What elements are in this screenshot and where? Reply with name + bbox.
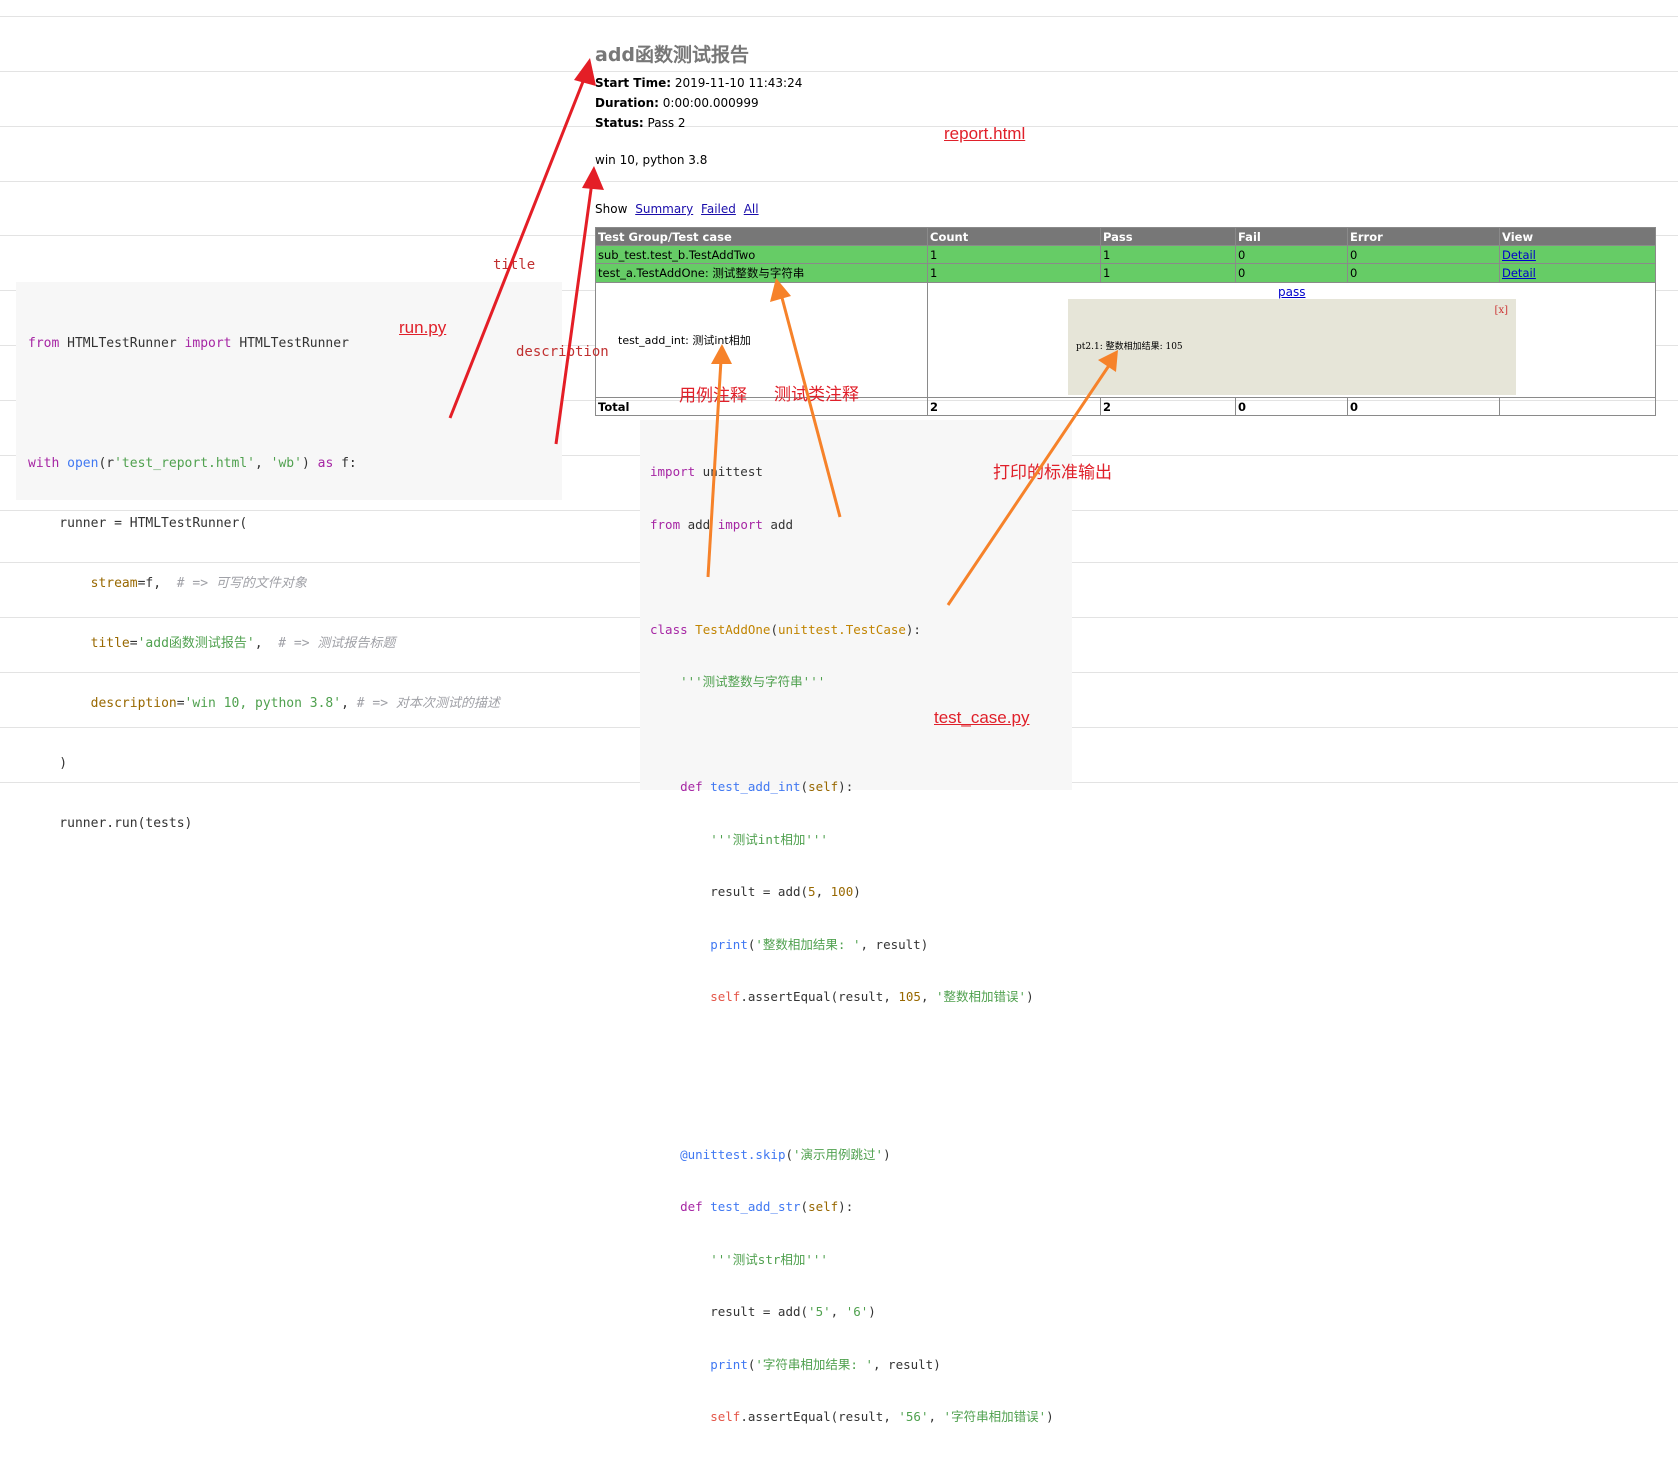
count-cell: 1 <box>927 245 1101 264</box>
code-line: '''测试str相加''' <box>710 1251 828 1267</box>
code-line <box>650 568 1054 586</box>
start-time-label: Start Time: <box>595 76 672 90</box>
test-case-py-label: test_case.py <box>934 708 1030 727</box>
code-line: stream=f, # => 可写的文件对象 <box>90 576 307 591</box>
total-pass: 2 <box>1100 397 1236 416</box>
code-line: from HTMLTestRunner import HTMLTestRunne… <box>28 336 349 351</box>
status-label: Status: <box>595 116 644 130</box>
show-all-link[interactable]: All <box>743 202 759 216</box>
code-line: from add import add <box>650 516 794 532</box>
detail-link[interactable]: Detail <box>1502 266 1536 280</box>
total-view <box>1499 397 1656 416</box>
case-comment-annotation: 用例注释 <box>679 386 747 405</box>
total-label: Total <box>595 397 928 416</box>
class-comment-annotation: 测试类注释 <box>774 385 859 404</box>
code-line: runner.run(tests) <box>28 816 193 831</box>
arrowhead <box>582 166 604 190</box>
code-line: class TestAddOne(unittest.TestCase): <box>650 621 921 637</box>
column-header: Error <box>1347 227 1500 246</box>
code-line: def test_add_int(self): <box>680 779 854 794</box>
class-name-cell: sub_test.test_b.TestAddTwo <box>595 245 928 264</box>
start-time-line: Start Time: 2019-11-10 11:43:24 <box>595 76 802 90</box>
table-row: sub_test.test_b.TestAddTwo 1 1 0 0 Detai… <box>595 245 1656 264</box>
code-line: title='add函数测试报告', # => 测试报告标题 <box>90 636 396 651</box>
total-count: 2 <box>927 397 1101 416</box>
code-line: runner = HTMLTestRunner( <box>28 516 248 531</box>
table-header: Test Group/Test case Count Pass Fail Err… <box>595 227 1656 246</box>
report-description: win 10, python 3.8 <box>595 153 708 167</box>
code-line: ) <box>28 756 68 771</box>
error-cell: 0 <box>1347 245 1500 264</box>
code-line: result = add('5', '6') <box>650 1304 876 1319</box>
column-header: Pass <box>1100 227 1236 246</box>
status-value: Pass 2 <box>647 116 686 130</box>
description-annotation: description <box>516 344 609 360</box>
detail-link[interactable]: Detail <box>1502 247 1536 262</box>
report-html-label: report.html <box>944 124 1026 143</box>
code-line: print('字符串相加结果: ', result) <box>710 1356 941 1372</box>
title-annotation: title <box>493 257 536 273</box>
start-time-value: 2019-11-10 11:43:24 <box>674 76 803 90</box>
code-line: self.assertEqual(result, '56', '字符串相加错误'… <box>710 1409 1054 1424</box>
run-py-code-panel: from HTMLTestRunner import HTMLTestRunne… <box>16 282 562 831</box>
code-line <box>650 1093 1054 1111</box>
stdout-annotation: 打印的标准输出 <box>993 463 1112 482</box>
code-line: @unittest.skip('演示用例跳过') <box>680 1146 891 1162</box>
code-block: import unittest from add import add clas… <box>650 428 1054 1461</box>
total-error: 0 <box>1347 397 1500 416</box>
pass-cell: 1 <box>1100 245 1236 264</box>
view-cell: Detail <box>1499 263 1656 283</box>
fail-cell: 0 <box>1235 245 1348 264</box>
code-line: with open(r'test_report.html', 'wb') as … <box>28 456 357 471</box>
run-py-label: run.py <box>399 318 447 337</box>
stdout-text: pt2.1: 整数相加结果: 105 <box>1076 342 1183 352</box>
total-fail: 0 <box>1235 397 1348 416</box>
background-rule <box>0 181 1678 182</box>
case-name-cell: test_add_int: 测试int相加 <box>595 282 928 398</box>
duration-value: 0:00:00.000999 <box>662 96 759 110</box>
case-pass-link[interactable]: pass <box>1278 285 1306 299</box>
show-summary-link[interactable]: Summary <box>635 202 694 216</box>
arrowhead <box>574 58 596 86</box>
background-rule <box>0 16 1678 17</box>
output-popup: [x] pt2.1: 整数相加结果: 105 <box>1068 299 1516 395</box>
case-row: test_add_int: 测试int相加 pass [x] pt2.1: 整数… <box>595 282 1656 398</box>
background-rule <box>0 71 1678 72</box>
code-line: self.assertEqual(result, 105, '整数相加错误') <box>710 989 1034 1004</box>
report-title: add函数测试报告 <box>595 44 750 66</box>
code-line: result = add(5, 100) <box>650 884 861 899</box>
pass-cell: 1 <box>1100 263 1236 283</box>
code-line <box>28 394 500 414</box>
error-cell: 0 <box>1347 263 1500 283</box>
show-label: Show <box>595 202 628 216</box>
column-header: Fail <box>1235 227 1348 246</box>
fail-cell: 0 <box>1235 263 1348 283</box>
close-popup-button[interactable]: [x] <box>1494 305 1508 316</box>
code-line: print('整数相加结果: ', result) <box>710 936 929 952</box>
code-block: from HTMLTestRunner import HTMLTestRunne… <box>28 294 500 874</box>
count-cell: 1 <box>927 263 1101 283</box>
code-line: description='win 10, python 3.8', # => 对… <box>90 696 500 711</box>
table-row: test_a.TestAddOne: 测试整数与字符串 1 1 0 0 Deta… <box>595 263 1656 283</box>
code-line: '''测试int相加''' <box>710 831 828 847</box>
view-cell: Detail <box>1499 245 1656 264</box>
duration-line: Duration: 0:00:00.000999 <box>595 96 759 110</box>
column-header: Test Group/Test case <box>595 227 928 246</box>
show-failed-link[interactable]: Failed <box>701 202 736 216</box>
column-header: Count <box>927 227 1101 246</box>
column-header: View <box>1499 227 1656 246</box>
duration-label: Duration: <box>595 96 659 110</box>
result-table: Test Group/Test case Count Pass Fail Err… <box>595 227 1656 416</box>
total-row: Total 2 2 0 0 <box>595 397 1656 416</box>
code-line <box>650 1041 1054 1059</box>
code-line <box>650 726 1054 744</box>
status-line: Status: Pass 2 <box>595 116 686 130</box>
background-rule <box>0 126 1678 127</box>
show-filter: Show Summary Failed All <box>595 202 759 216</box>
code-line: def test_add_str(self): <box>680 1199 854 1214</box>
code-line: '''测试整数与字符串''' <box>680 674 826 689</box>
case-detail-cell: pass [x] pt2.1: 整数相加结果: 105 <box>927 282 1656 398</box>
class-name-cell: test_a.TestAddOne: 测试整数与字符串 <box>595 263 928 283</box>
